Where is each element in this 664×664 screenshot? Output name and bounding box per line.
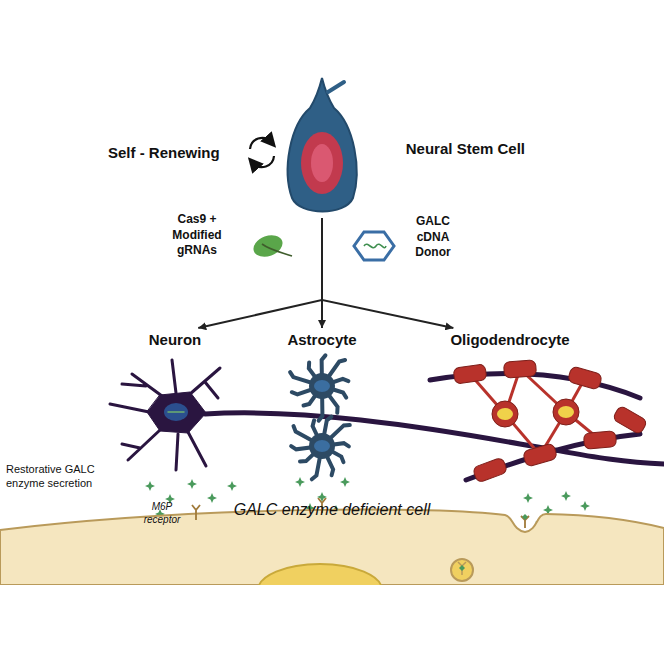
enzyme-star bbox=[317, 492, 327, 502]
enzyme-star bbox=[580, 501, 590, 511]
oligodendrocyte bbox=[453, 360, 648, 483]
neuron bbox=[110, 360, 664, 470]
cycle-arrows bbox=[250, 138, 274, 167]
process-label: Restorative GALC enzyme secretion bbox=[6, 462, 106, 491]
stem-cell-node: Neural Stem Cell bbox=[292, 78, 530, 218]
process-label: Self - Renewing bbox=[108, 143, 240, 163]
cell-type-label: Astrocyte bbox=[282, 328, 361, 351]
node-text: GALC enzyme deficient cell bbox=[234, 501, 431, 582]
enzyme-star bbox=[523, 493, 533, 503]
enzyme-star bbox=[295, 477, 305, 487]
receptor-label: M6P receptor bbox=[136, 500, 188, 526]
cas9-icon bbox=[250, 231, 292, 260]
astrocytes bbox=[290, 355, 350, 479]
astrocyte bbox=[291, 417, 350, 480]
stem-cell bbox=[288, 78, 357, 212]
enzyme-star bbox=[145, 481, 155, 491]
cell-type-label: Neuron bbox=[144, 328, 207, 351]
node-text: Astrocyte bbox=[287, 331, 356, 348]
cell-type-label: Oligodendrocyte bbox=[445, 328, 574, 351]
enzyme-star bbox=[207, 493, 217, 503]
donor-hexagon bbox=[354, 232, 394, 260]
enzyme-star bbox=[227, 481, 237, 491]
astrocyte bbox=[290, 355, 348, 420]
reagent-label: GALC cDNA Donor bbox=[404, 214, 462, 261]
axons bbox=[430, 374, 640, 480]
enzyme-star bbox=[340, 477, 350, 487]
node-text: Neuron bbox=[149, 331, 202, 348]
node-text: Neural Stem Cell bbox=[406, 140, 525, 157]
enzyme-star bbox=[561, 491, 571, 501]
enzyme-star bbox=[187, 479, 197, 489]
node-text: Oligodendrocyte bbox=[450, 331, 569, 348]
deficient-cell: GALC enzyme deficient cell bbox=[0, 498, 664, 585]
reagent-label: Cas9 + Modified gRNAs bbox=[160, 212, 234, 259]
